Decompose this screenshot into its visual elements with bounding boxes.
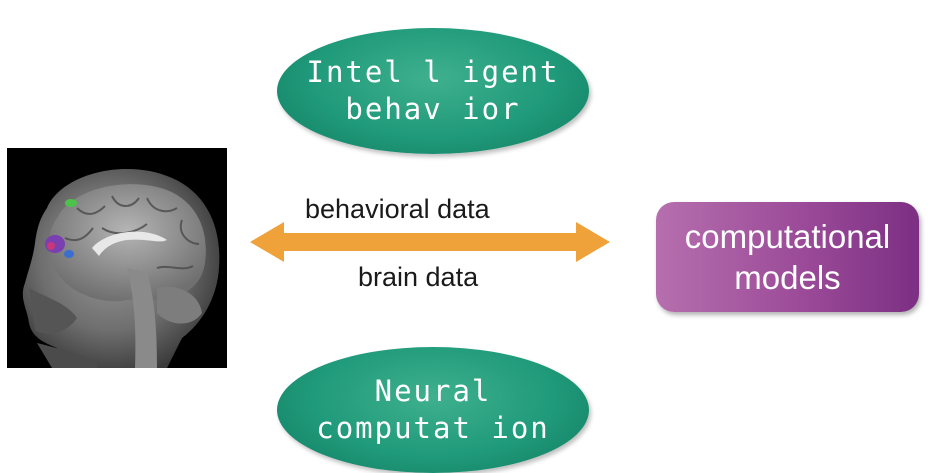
intelligent-behavior-node: Intel l igent behav ior	[277, 28, 589, 154]
computational-models-box: computational models	[656, 202, 919, 312]
neural-computation-node: Neural computat ion	[277, 347, 589, 473]
computational-models-line2: models	[734, 259, 841, 296]
brain-mri-sagittal-icon	[7, 148, 227, 368]
double-headed-arrow-icon	[250, 222, 610, 262]
neural-computation-line2: computat ion	[316, 411, 550, 445]
behavioral-data-label: behavioral data	[305, 194, 490, 224]
brain-data-label: brain data	[358, 262, 479, 292]
neural-computation-line1: Neural	[374, 374, 492, 408]
computational-models-line1: computational	[684, 218, 891, 255]
intelligent-behavior-line2: behav ior	[345, 92, 521, 126]
intelligent-behavior-line1: Intel l igent	[306, 55, 560, 89]
